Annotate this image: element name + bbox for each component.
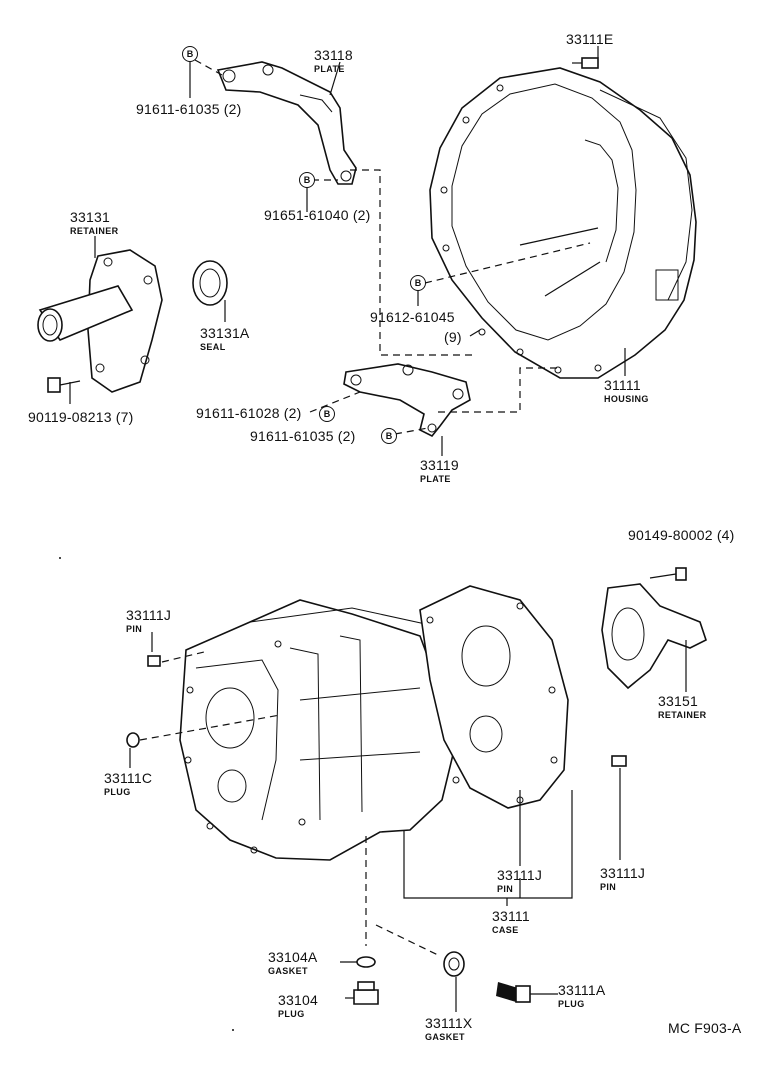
part-name: GASKET: [268, 966, 308, 976]
callout-33131: 33131 RETAINER: [70, 210, 119, 236]
plate-33119-drawing: [343, 363, 471, 438]
part-name: RETAINER: [70, 226, 119, 236]
part-name: HOUSING: [604, 394, 649, 404]
part-number: 31111: [604, 377, 641, 393]
part-number: 33131: [70, 209, 110, 225]
part-name: PIN: [600, 882, 617, 892]
part-number: 91611-61035 (2): [250, 428, 356, 444]
part-number: 91611-61035 (2): [136, 101, 242, 117]
part-number: 33131A: [200, 325, 250, 341]
callout-33131A: 33131A SEAL: [200, 326, 249, 352]
callout-90119-08213: 90119-08213 (7): [28, 410, 133, 426]
callout-33104: 33104 PLUG: [278, 993, 318, 1019]
part-number: 33119: [420, 457, 459, 473]
callout-33111J-middle: 33111J PIN: [497, 868, 542, 894]
seal-33131A-drawing: [192, 260, 228, 306]
callout-91651-61040: 91651-61040 (2): [264, 208, 371, 224]
part-name: PLUG: [104, 787, 131, 797]
part-number: 90119-08213 (7): [28, 409, 134, 425]
bolt-marker: B: [381, 428, 397, 444]
part-name: PLATE: [420, 474, 451, 484]
callout-33111E: 33111E: [566, 32, 613, 48]
plate-33118-drawing: [216, 61, 357, 185]
part-number: 33104A: [268, 949, 318, 965]
part-name: PIN: [497, 884, 514, 894]
plug-33111C-drawing: [126, 732, 140, 748]
callout-31111: 31111 HOUSING: [604, 378, 649, 404]
callout-33111C: 33111C PLUG: [104, 771, 152, 797]
callout-33111X: 33111X GASKET: [425, 1016, 472, 1042]
part-number: 33111A: [558, 982, 606, 998]
part-name: PLUG: [278, 1009, 305, 1019]
bolt-marker: B: [319, 406, 335, 422]
plug-33111A-drawing: [496, 982, 531, 1003]
callout-91611-61035-lower: 91611-61035 (2): [250, 429, 355, 445]
part-number: 33111X: [425, 1015, 473, 1031]
part-name: SEAL: [200, 342, 226, 352]
part-number: 33111J: [600, 865, 646, 881]
part-number: 33111J: [497, 867, 543, 883]
pin-33111J-drawing: [147, 655, 161, 667]
callout-91612-61045: 91612-61045 (9): [370, 310, 462, 344]
bolt-marker: B: [299, 172, 315, 188]
callout-33111J-left: 33111J PIN: [126, 608, 171, 634]
callout-33118: 33118 PLATE: [314, 48, 353, 74]
part-name: PIN: [126, 624, 143, 634]
part-number: 91651-61040 (2): [264, 207, 371, 223]
part-number: 91611-61028 (2): [196, 405, 302, 421]
gasket-33104A-drawing: [356, 956, 376, 968]
callout-91611-61035: 91611-61035 (2): [136, 102, 241, 118]
callout-33111A: 33111A PLUG: [558, 983, 605, 1009]
bolt-90119-drawing: [47, 377, 81, 393]
part-name: GASKET: [425, 1032, 465, 1042]
part-number: 33111: [492, 908, 530, 924]
callout-33111J-right: 33111J PIN: [600, 866, 645, 892]
part-number: 33111J: [126, 607, 172, 623]
retainer-33151-drawing: [601, 583, 707, 690]
intermediate-plate-drawing: [419, 585, 569, 809]
part-number: 33104: [278, 992, 318, 1008]
bolt-90149-drawing: [649, 567, 687, 581]
callout-33104A: 33104A GASKET: [268, 950, 317, 976]
part-number: 33118: [314, 47, 353, 63]
callout-33119: 33119 PLATE: [420, 458, 459, 484]
gasket-33111X-drawing: [443, 951, 465, 977]
callout-33151: 33151 RETAINER: [658, 694, 707, 720]
part-name: PLATE: [314, 64, 345, 74]
part-name: RETAINER: [658, 710, 707, 720]
part-number: 33111C: [104, 770, 153, 786]
part-name: CASE: [492, 925, 519, 935]
callout-33111: 33111 CASE: [492, 909, 530, 935]
bolt-33111E-drawing: [572, 57, 599, 69]
diagram-code: MC F903-A: [668, 1020, 742, 1036]
retainer-33131-drawing: [37, 249, 163, 393]
case-33111-drawing: [179, 599, 457, 861]
part-number: 33111E: [566, 31, 614, 47]
callout-90149-80002: 90149-80002 (4): [628, 528, 735, 544]
callout-91611-61028: 91611-61028 (2): [196, 406, 301, 422]
bolt-marker: B: [410, 275, 426, 291]
part-number: 33151: [658, 693, 698, 709]
part-number: 90149-80002 (4): [628, 527, 735, 543]
pin-33111J-right-drawing: [611, 755, 627, 767]
plug-33104-drawing: [353, 981, 379, 1005]
bolt-marker: B: [182, 46, 198, 62]
housing-31111-drawing: [429, 67, 697, 379]
part-quantity: (9): [444, 329, 462, 345]
part-number: 91612-61045: [370, 309, 455, 325]
part-name: PLUG: [558, 999, 585, 1009]
